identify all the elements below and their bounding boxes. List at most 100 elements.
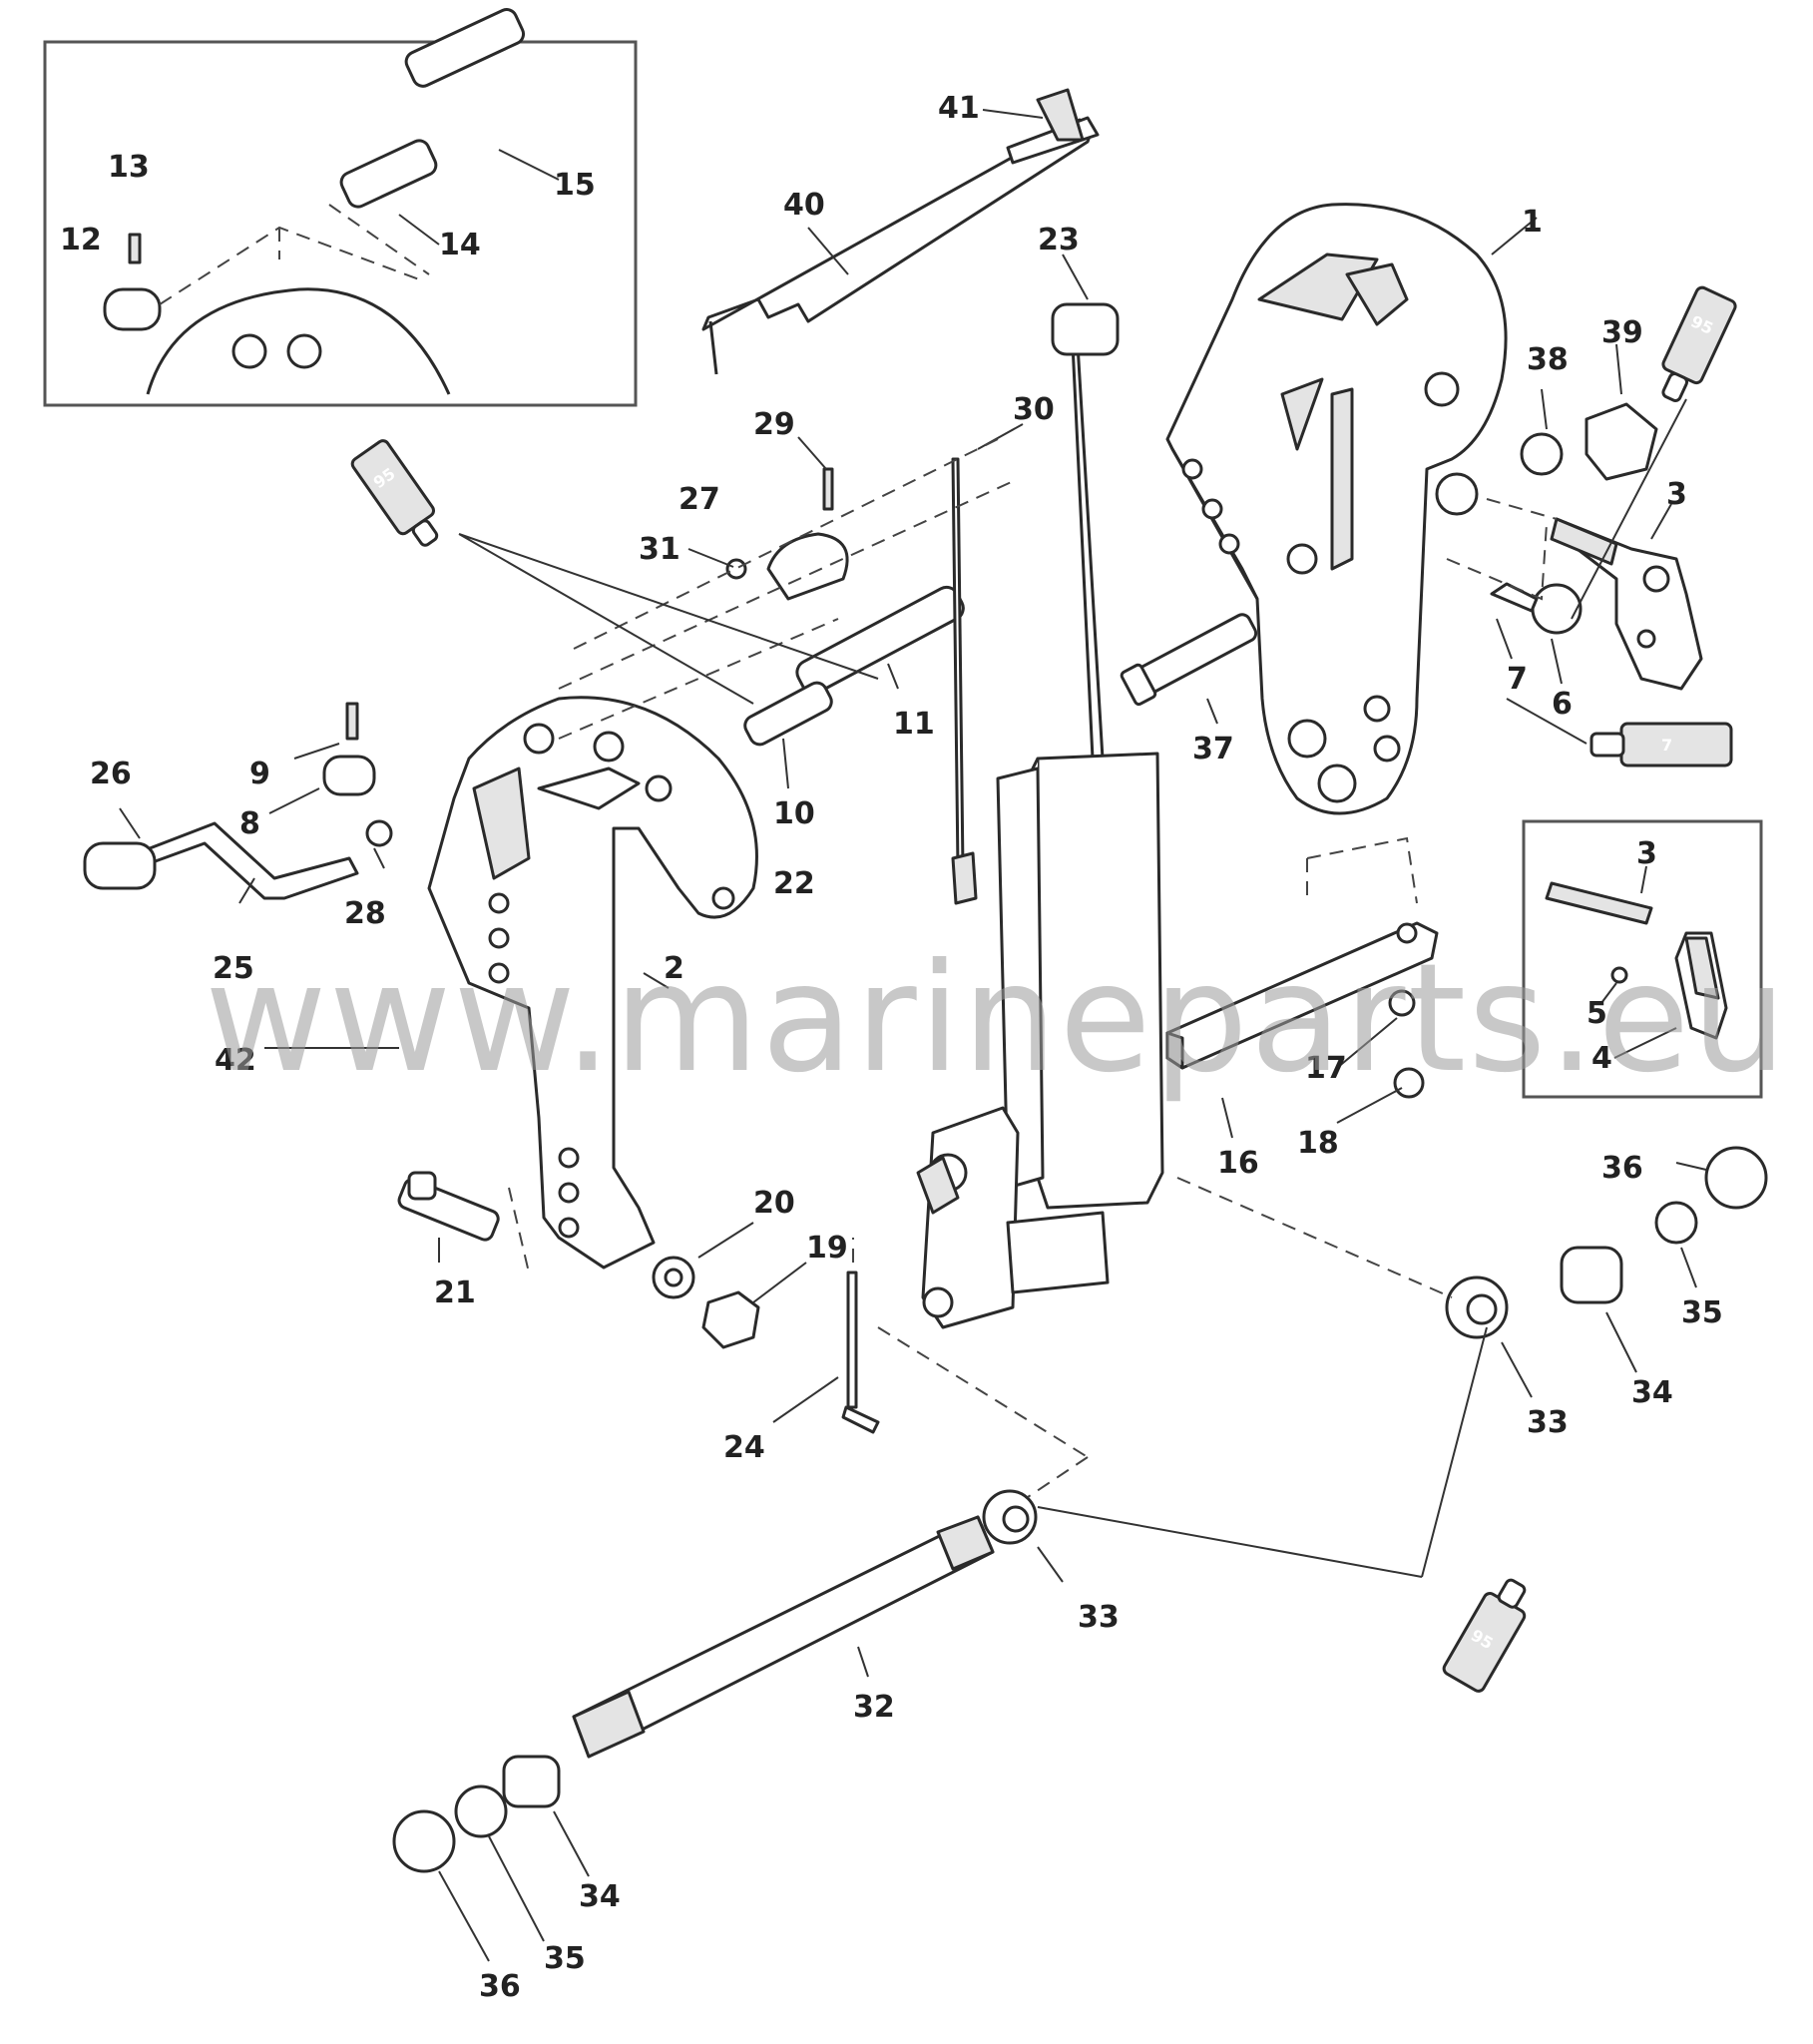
part-41-clip <box>1036 88 1085 142</box>
part-3-lever <box>1555 517 1703 691</box>
callout-39: 39 <box>1601 315 1643 350</box>
tube-label-7: 7 <box>1661 736 1672 755</box>
callout-6: 6 <box>1552 687 1573 722</box>
part-7-bolt <box>1490 582 1539 613</box>
part-6-knob <box>1531 583 1583 635</box>
callout-labels: 1 2 3 3 4 5 6 7 8 9 10 11 12 13 14 15 16… <box>60 91 1723 2004</box>
callout-5: 5 <box>1586 996 1607 1031</box>
part-23-tilt-column <box>916 254 1164 1329</box>
part-12-pin <box>103 287 162 331</box>
inset-box-top-left <box>43 40 638 407</box>
inset-top-left-parts <box>103 8 560 395</box>
part-27-clamp <box>766 532 849 601</box>
part-39-nut <box>1585 402 1658 481</box>
callout-42: 42 <box>215 1043 256 1078</box>
part-25-handle <box>148 821 359 900</box>
part-2-bracket <box>427 696 758 1270</box>
part-10-sleeve <box>743 681 833 747</box>
callout-33-lower: 33 <box>1078 1600 1120 1635</box>
callout-2: 2 <box>664 951 684 986</box>
callout-34-upper: 34 <box>1631 1375 1673 1410</box>
callout-31: 31 <box>639 532 680 567</box>
part-15-pin <box>404 8 526 88</box>
part-19-nut <box>701 1290 760 1349</box>
callout-3-inset: 3 <box>1636 836 1657 871</box>
part-37-bolt <box>1120 613 1258 725</box>
part-8-pin <box>322 755 376 796</box>
parts-3-6-7-38-39 <box>1446 343 1703 691</box>
part-9-spring <box>345 702 359 741</box>
callout-35-lower: 35 <box>544 1941 586 1976</box>
part-31-screw <box>725 558 747 580</box>
sealant-tube-7-right: 7 <box>1589 722 1733 767</box>
part-29-pin <box>822 467 834 511</box>
sealant-tube-95-bottom: 95 <box>1442 1578 1527 1693</box>
callout-29: 29 <box>753 407 795 442</box>
callout-14: 14 <box>439 228 481 262</box>
callout-17: 17 <box>1305 1051 1347 1086</box>
callout-20: 20 <box>753 1186 795 1221</box>
callout-7: 7 <box>1507 662 1528 697</box>
parts-19-20-21-24 <box>397 1171 1089 1458</box>
part-24-pin <box>846 1271 858 1409</box>
part-35-washer-lower <box>454 1785 508 1838</box>
callout-11: 11 <box>893 707 935 742</box>
callout-18: 18 <box>1297 1126 1339 1161</box>
sealant-tube-95-left: 95 <box>350 439 439 547</box>
callout-13: 13 <box>108 150 150 185</box>
callout-35-upper: 35 <box>1681 1295 1723 1330</box>
part-17-screw <box>1388 989 1416 1017</box>
callout-36-upper: 36 <box>1601 1151 1643 1186</box>
part-28-washer <box>365 819 393 847</box>
part-34-sleeve-upper <box>1560 1246 1623 1304</box>
callout-41: 41 <box>938 91 980 126</box>
callout-21: 21 <box>434 1276 476 1310</box>
part-11-pin <box>795 585 965 696</box>
callout-24: 24 <box>723 1430 765 1465</box>
callout-32: 32 <box>853 1690 895 1725</box>
sealant-tube-95-top-right: 95 <box>1661 285 1737 402</box>
callout-37: 37 <box>1192 732 1234 766</box>
callout-3: 3 <box>1666 477 1687 512</box>
part-36-nut-lower <box>392 1809 456 1873</box>
part-14-sleeve <box>339 139 438 209</box>
callout-30: 30 <box>1013 392 1055 427</box>
part-30-rod <box>951 457 965 870</box>
callout-26: 26 <box>90 757 132 791</box>
part-36-nut-upper <box>1704 1146 1768 1210</box>
callout-25: 25 <box>213 951 254 986</box>
callout-34-lower: 34 <box>579 1879 621 1914</box>
callout-16: 16 <box>1217 1146 1259 1181</box>
inset-right-parts <box>1545 865 1728 1059</box>
part-23-bushing <box>1051 302 1120 356</box>
part-18-nut <box>1393 1067 1425 1099</box>
callout-10: 10 <box>773 796 815 831</box>
part-1-bracket <box>1165 203 1538 815</box>
callout-19: 19 <box>806 1231 848 1266</box>
callout-15: 15 <box>554 168 596 203</box>
part-13-spring <box>128 233 142 264</box>
parts-8-9-25-26-28 <box>83 702 393 904</box>
callout-8: 8 <box>239 806 260 841</box>
parts-10-11-27-29-30-31 <box>558 423 1024 905</box>
callout-22: 22 <box>773 866 815 901</box>
part-26-knob <box>83 841 157 890</box>
part-40-rod <box>701 88 1100 375</box>
callout-33-upper: 33 <box>1527 1405 1569 1440</box>
callout-23: 23 <box>1038 223 1080 257</box>
callout-27: 27 <box>679 482 720 517</box>
inset-box-right <box>1522 819 1763 1099</box>
part-34-sleeve-lower <box>502 1755 561 1808</box>
parts-16-17-18 <box>1165 836 1439 1139</box>
part-35-washer-upper <box>1654 1201 1698 1245</box>
watermark-text: www.marineparts.eu <box>205 932 1789 1106</box>
callout-4: 4 <box>1591 1041 1612 1076</box>
callout-1: 1 <box>1522 205 1543 240</box>
part-38-washer <box>1520 432 1564 476</box>
callout-40: 40 <box>783 188 825 223</box>
callout-36-lower: 36 <box>479 1969 521 2004</box>
callout-38: 38 <box>1527 342 1569 377</box>
callout-28: 28 <box>344 896 386 931</box>
parts-32-36-shaft <box>392 1146 1768 1962</box>
